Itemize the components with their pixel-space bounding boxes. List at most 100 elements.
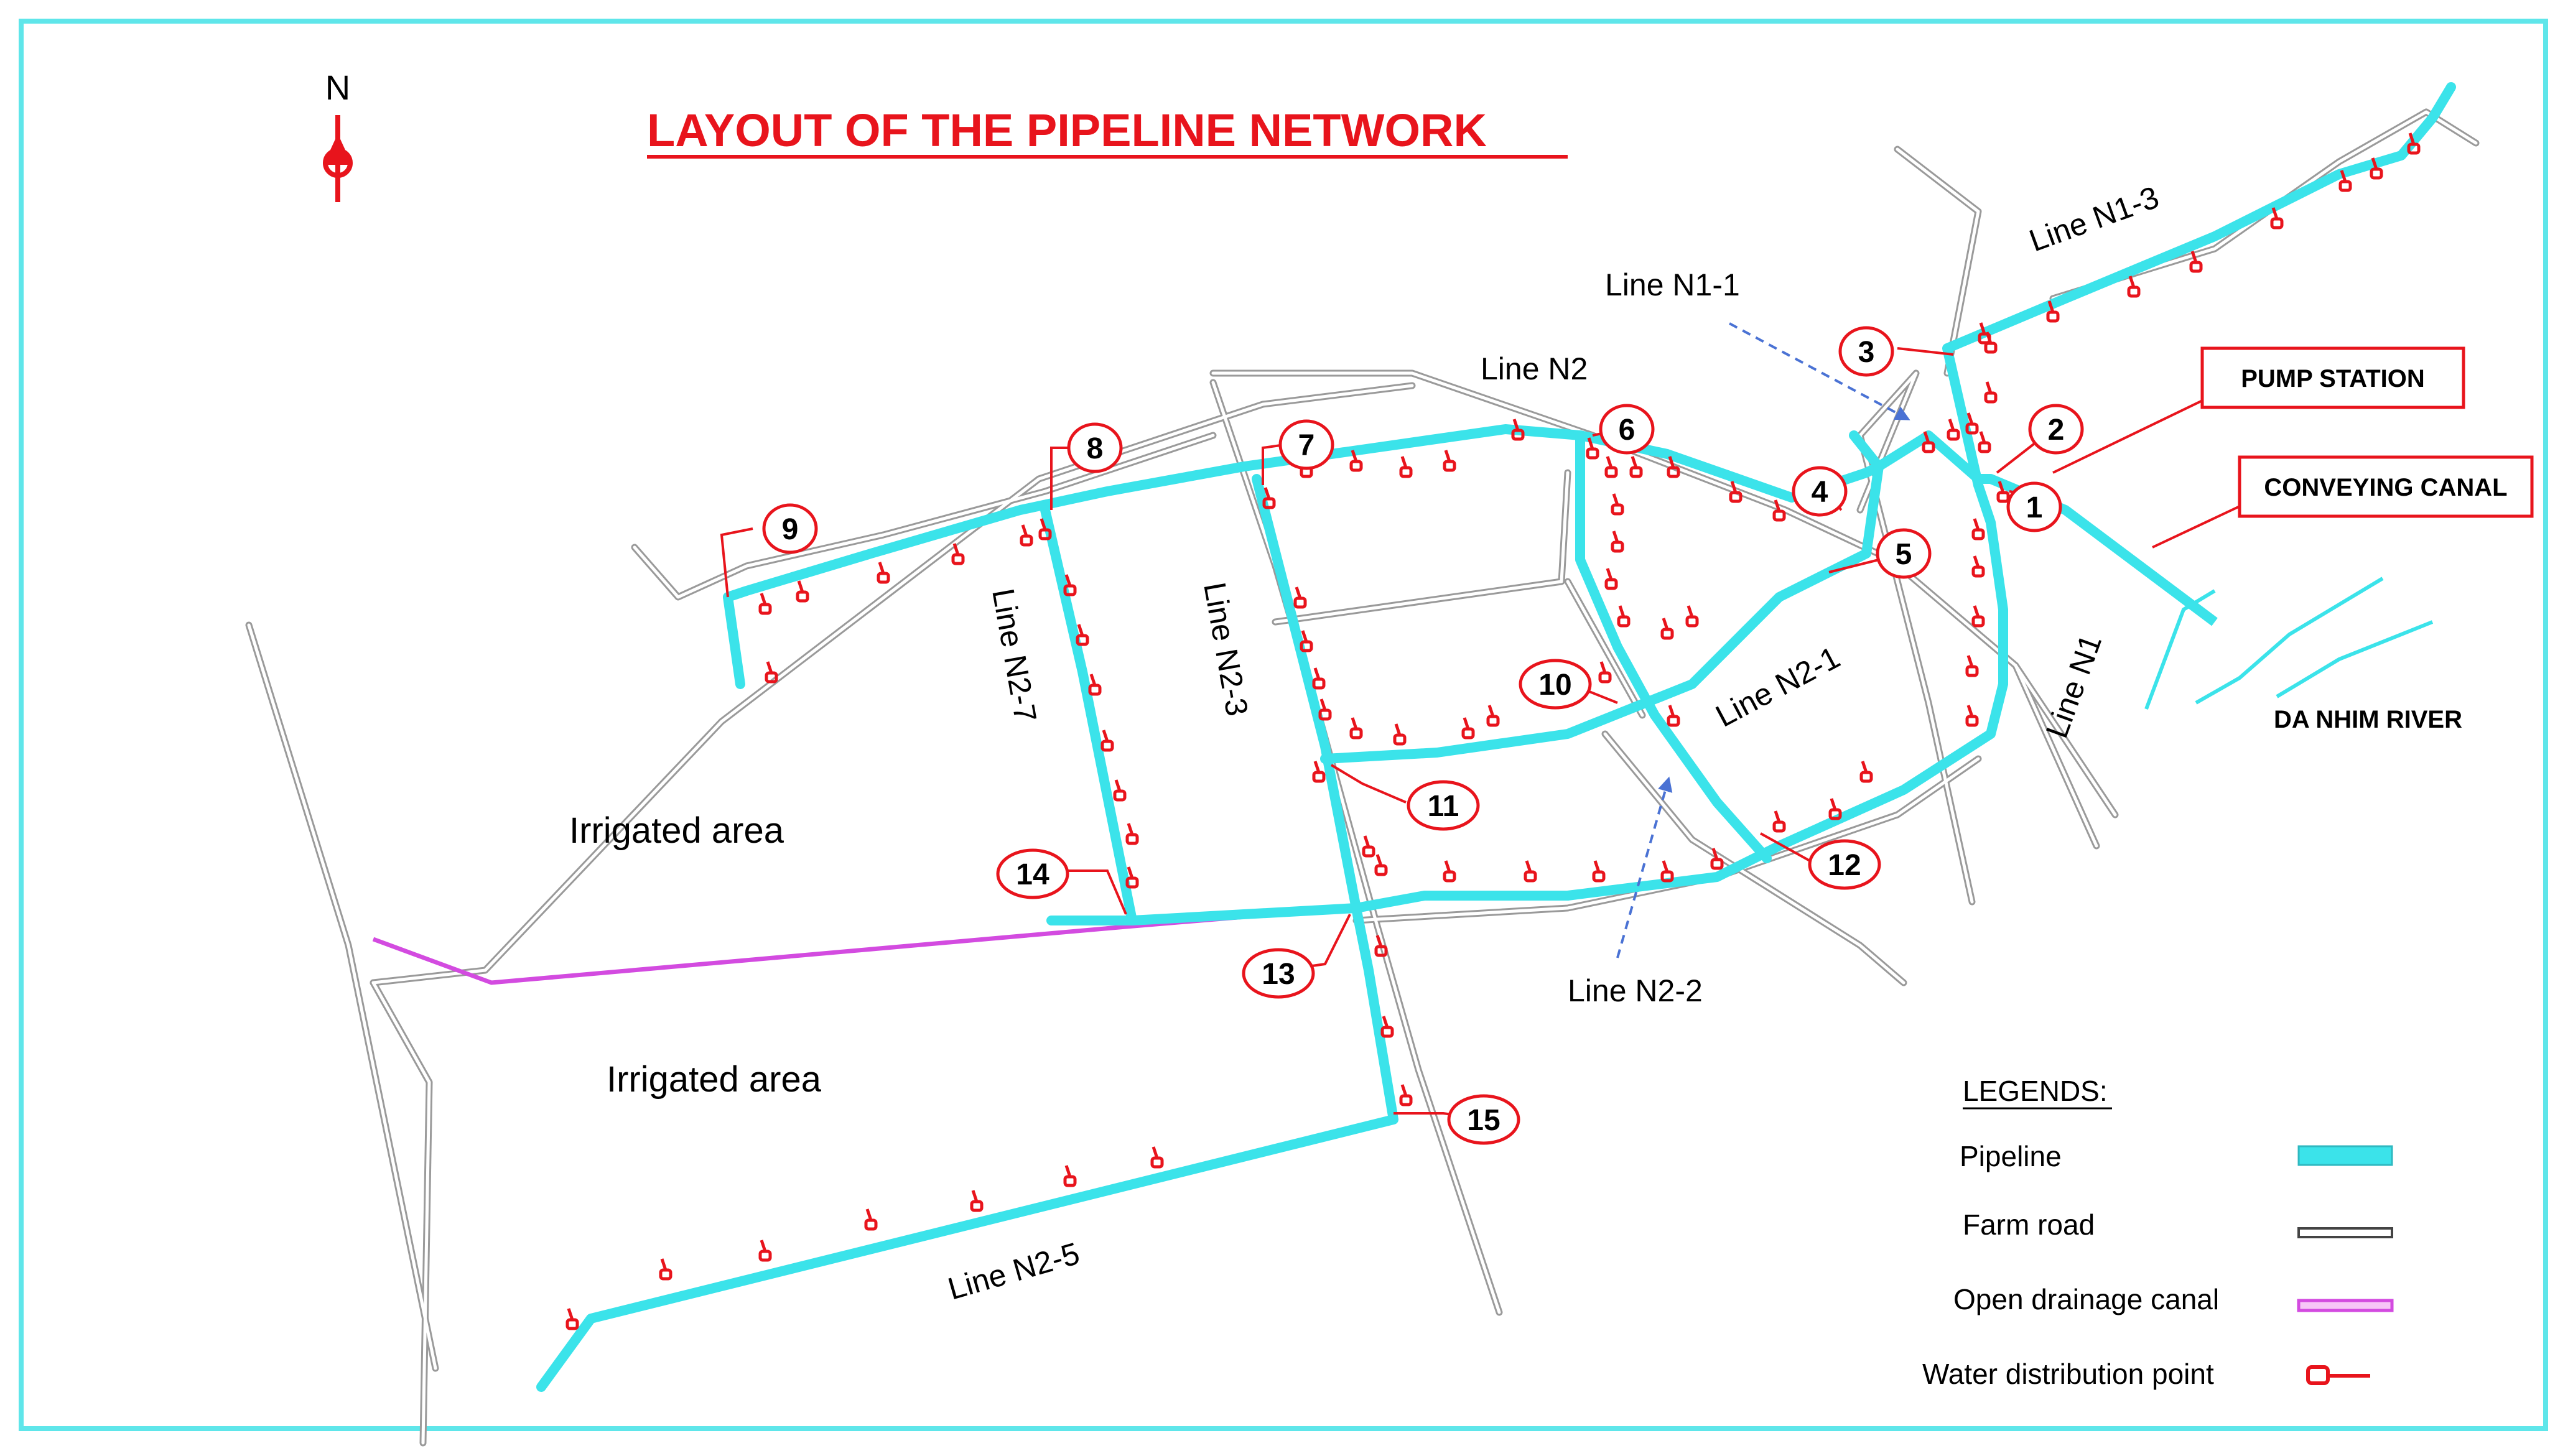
conveying-canal-callout: CONVEYING CANAL: [2238, 455, 2534, 518]
distribution-point: [1604, 456, 1618, 478]
distribution-point: [1598, 661, 1612, 684]
node-2: 2: [2028, 404, 2084, 455]
distribution-point: [1667, 705, 1680, 727]
line-n2-2-arrow: [1616, 776, 1673, 958]
node-15: 15: [1447, 1094, 1520, 1145]
node-number: 5: [1896, 538, 1912, 571]
distribution-point: [970, 1190, 984, 1212]
distribution-point: [1984, 332, 1998, 354]
distribution-point: [1922, 431, 1935, 453]
distribution-point: [1399, 456, 1413, 478]
distribution-point: [1511, 419, 1525, 441]
node-ring: [2028, 404, 2084, 455]
distribution-point: [1374, 854, 1388, 876]
distribution-point: [1100, 730, 1114, 752]
label-line-n2-5: Line N2-5: [944, 1236, 1084, 1307]
line-n2-2-pipe: [1575, 430, 1772, 863]
distribution-point: [1486, 705, 1500, 727]
pump-station-callout: PUMP STATION: [2200, 346, 2465, 409]
distribution-point: [1859, 761, 1873, 783]
node-ring: [1242, 948, 1315, 999]
node-ring: [1808, 839, 1881, 890]
node-ring: [1838, 326, 1894, 377]
line-n2-1-pipe: [1320, 461, 1884, 764]
legend: LEGENDS: Pipeline Farm road Open drainag…: [1922, 1075, 2394, 1390]
distribution-point: [2338, 170, 2352, 192]
distribution-point: [1729, 481, 1742, 503]
line-n2-3-pipe: [1252, 474, 1361, 913]
label-line-n1-1: Line N1-1: [1605, 267, 1740, 302]
node-leaders: [720, 347, 2259, 1121]
distribution-point: [1020, 524, 1033, 547]
distribution-point: [1393, 723, 1407, 746]
da-nhim-river-label: DA NHIM RIVER: [2274, 706, 2462, 733]
node-number: 14: [1016, 858, 1049, 891]
flow-arrows: [1616, 322, 1910, 958]
distribution-point: [1660, 860, 1674, 883]
distribution-point: [1349, 717, 1363, 740]
distribution-point: [1978, 431, 1991, 453]
line-n2-7-pipe: [1040, 505, 1137, 925]
node-5: 5: [1876, 528, 1932, 579]
map-frame: [19, 19, 2548, 1431]
distribution-point: [1617, 605, 1631, 628]
node-number: 9: [782, 513, 799, 546]
legend-label-distribution-point: Water distribution point: [1922, 1358, 2214, 1390]
distribution-point: [1971, 555, 1985, 578]
legend-label-pipeline: Pipeline: [1960, 1140, 2062, 1172]
node-ring: [1792, 466, 1848, 517]
road-n2-corridor: [1209, 369, 2119, 818]
node-number: 15: [1467, 1104, 1500, 1137]
distribution-point: [1399, 1084, 1413, 1106]
distribution-point: [1362, 835, 1375, 858]
node-1: 1: [2006, 481, 2062, 532]
legend-symbol-distribution-point: [2306, 1365, 2370, 1385]
node-13: 13: [1242, 948, 1315, 999]
distribution-point: [765, 661, 778, 684]
node-ring: [1447, 1094, 1520, 1145]
legend-symbol-pipeline: [2297, 1145, 2393, 1166]
distribution-point: [1374, 935, 1388, 957]
distribution-point: [1971, 605, 1985, 628]
distribution-point: [1063, 574, 1077, 596]
node-11: 11: [1407, 780, 1480, 831]
distribution-point: [1380, 1016, 1394, 1038]
line-n1-1-arrow: [1729, 322, 1910, 420]
distribution-point: [1125, 823, 1139, 845]
distribution-point: [1063, 1165, 1077, 1187]
distribution-point: [1586, 437, 1599, 460]
pump-station-label: PUMP STATION: [2241, 365, 2425, 392]
distribution-point: [1710, 848, 1724, 870]
distribution-point: [1611, 531, 1624, 553]
node-ring: [2006, 481, 2062, 532]
distribution-point: [758, 593, 772, 615]
node-ring: [1278, 419, 1334, 470]
node-10: 10: [1519, 659, 1592, 710]
distribution-point: [2046, 300, 2060, 323]
north-label: N: [325, 68, 350, 107]
node-14: 14: [996, 848, 1069, 899]
legend-label-farm-road: Farm road: [1963, 1208, 2095, 1241]
label-line-n2-3: Line N2-3: [1197, 580, 1255, 718]
distribution-point: [1984, 381, 1998, 404]
node-number: 3: [1858, 336, 1875, 369]
node-number: 10: [1538, 669, 1571, 702]
legend-symbol-farm-road: [2297, 1227, 2393, 1238]
map-title: LAYOUT OF THE PIPELINE NETWORK: [647, 104, 1487, 156]
road-west-outer: [245, 382, 1416, 1372]
node-number: 12: [1828, 849, 1861, 882]
line-n1-1-pipe: [1874, 430, 1996, 484]
node-3: 3: [1838, 326, 1894, 377]
distribution-point: [758, 1240, 772, 1262]
distribution-point: [1629, 456, 1643, 478]
distribution-point: [1088, 674, 1102, 696]
legend-heading: LEGENDS:: [1963, 1075, 2108, 1107]
node-7: 7: [1278, 419, 1334, 470]
node-number: 8: [1087, 432, 1104, 465]
distribution-point: [1524, 860, 1537, 883]
irrigated-area-label-south: Irrigated area: [607, 1059, 822, 1100]
distribution-point: [1604, 568, 1618, 590]
node-9: 9: [762, 503, 818, 554]
